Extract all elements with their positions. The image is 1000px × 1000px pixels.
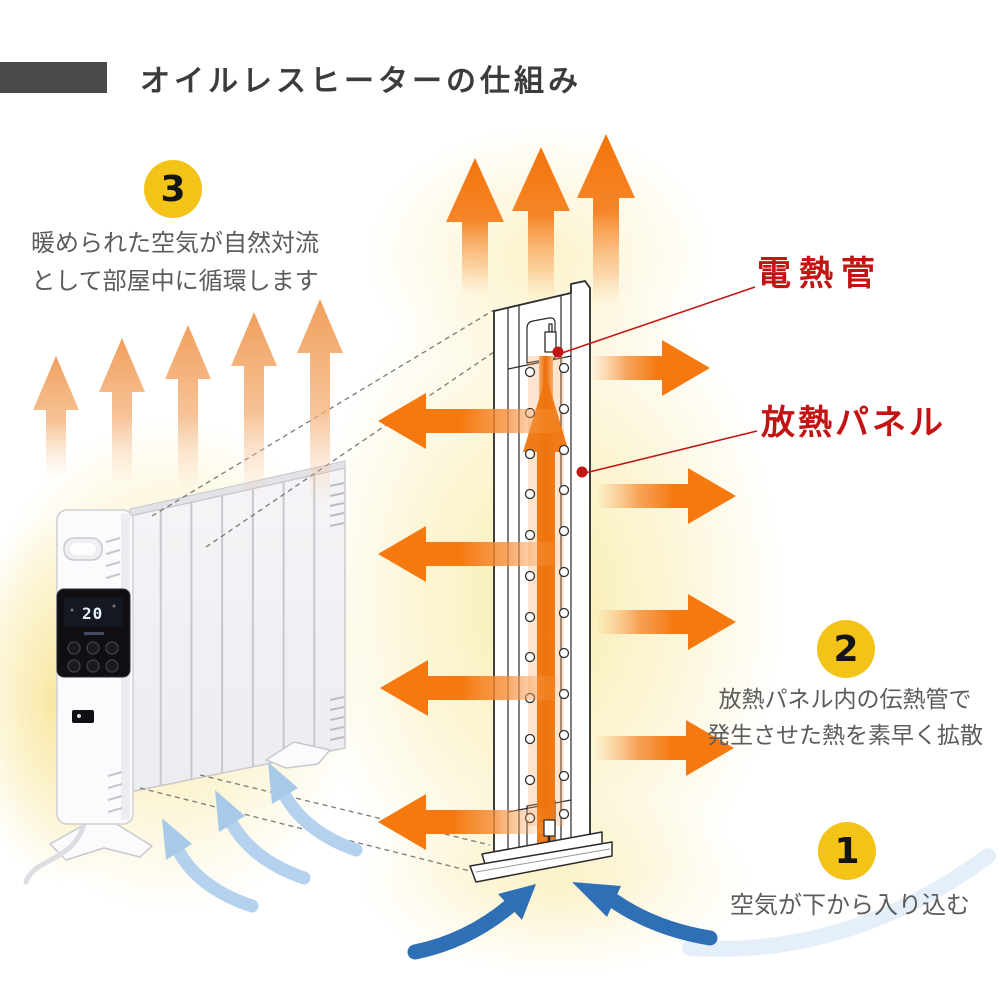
callout-heating-tube: 電熱菅 [757,254,883,294]
tube-up-arrow [523,376,569,845]
heater-foot-right [265,741,331,769]
heater-column-vents [105,537,123,813]
step-2-line-2: 発生させた熱を素早く拡散 [707,723,983,749]
tube-fitting-top [544,323,557,353]
touch-buttons[interactable] [67,641,119,673]
callout-dot-panel [576,466,588,478]
air-intake-arrows-under-panel [407,893,718,960]
callout-dot-tube [552,346,564,358]
callout-leader-lines [552,286,758,478]
callout-radiator-panel: 放熱パネル [761,403,946,443]
panel-base-lip [469,841,613,883]
step-1-badge: 1 [818,822,876,880]
step-3-badge: 3 [144,160,202,218]
heater-control-panel: 20 [56,588,131,678]
step-2-line-1: 放熱パネル内の伝熱管で [718,687,972,713]
heat-radiate-arrows-left [378,393,560,850]
page-title: オイルレスヒーターの仕組み [140,64,582,99]
heater-photo: 20 [23,460,346,885]
step-1-text: 空気が下から入り込む [710,888,990,922]
step-3-line-1: 暖められた空気が自然対流 [31,229,319,257]
step-1-line-1: 空気が下から入り込む [730,891,970,919]
heater-top-face [129,460,346,517]
heater-power-switch[interactable] [72,710,94,723]
heater-fins [129,467,346,793]
step-1-number: 1 [834,830,860,872]
step-3-text: 暖められた空気が自然対流 として部屋中に循環します [20,224,330,300]
heat-radiate-arrows-right [592,340,736,776]
step-3-line-2: として部屋中に循環します [31,267,319,295]
title-accent-bar [0,62,107,93]
air-intake-arrows-under-heater [171,787,363,913]
step-3-number: 3 [160,168,186,210]
heater-side-vents [329,482,345,741]
warm-air-up-arrows-top [446,134,635,306]
heater-power-cord [23,821,87,885]
warm-air-rise-arrows-left [33,299,343,503]
step-2-number: 2 [833,628,859,670]
heater-display-value: 20 [82,604,103,623]
air-intake-arrows [162,762,996,960]
step-2-badge: 2 [817,620,875,678]
step-2-text: 放熱パネル内の伝熱管で 発生させた熱を素早く拡散 [695,682,995,754]
